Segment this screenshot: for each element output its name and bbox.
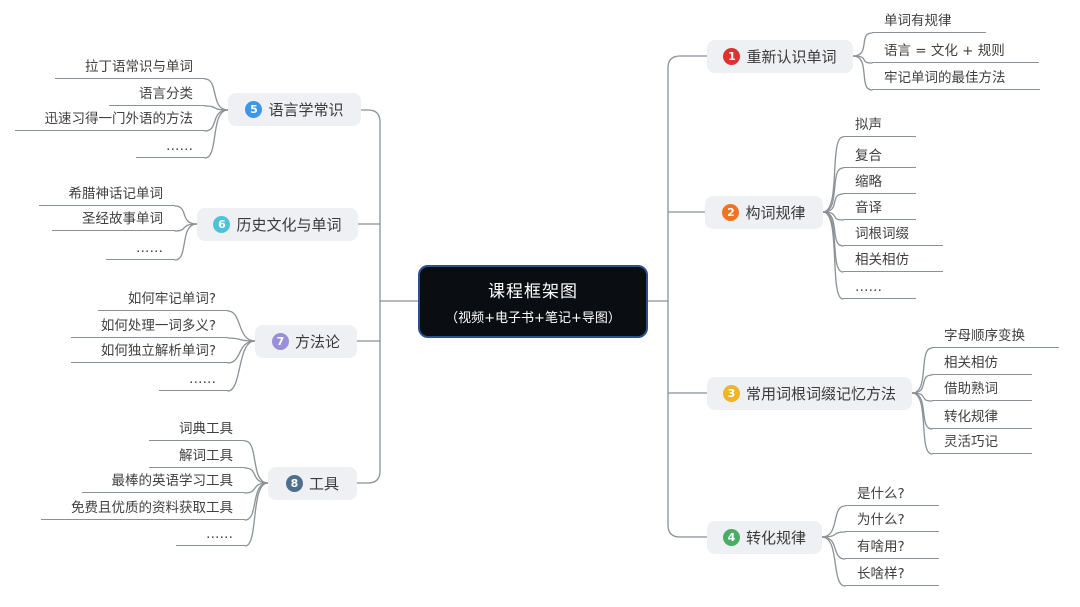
subtopic-label[interactable]: 解词工具	[149, 446, 245, 468]
topic-4-number-badge: 4	[722, 529, 740, 546]
subtopic-label[interactable]: 如何牢记单词?	[97, 289, 228, 311]
subtopic-label[interactable]: 灵活巧记	[932, 432, 1032, 454]
topic-node-6[interactable]: 6 历史文化与单词	[197, 208, 358, 241]
branch-7-connectors	[227, 310, 256, 392]
topic-7-label: 方法论	[294, 333, 340, 351]
subtopic-label[interactable]: 相关相仿	[843, 250, 943, 272]
subtopic-label[interactable]: 圣经故事单词	[52, 209, 175, 231]
subtopic-label[interactable]: 转化规律	[932, 407, 1032, 429]
topic-node-2[interactable]: 2 构词规律	[705, 196, 823, 229]
left-trunk	[356, 109, 419, 484]
topic-node-5[interactable]: 5 语言学常识	[228, 93, 361, 126]
subtopic-label[interactable]: 拉丁语常识与单词	[55, 57, 205, 79]
subtopic-label[interactable]: 语言 = 文化 + 规则	[872, 41, 1039, 63]
subtopic-label[interactable]: 音译	[843, 198, 916, 220]
topic-8-number-badge: 8	[285, 475, 303, 492]
subtopic-label[interactable]: ……	[843, 277, 916, 299]
topic-node-1[interactable]: 1 重新认识单词	[707, 40, 853, 73]
topic-node-8[interactable]: 8 工具	[268, 467, 357, 500]
subtopic-label[interactable]: 借助熟词	[932, 379, 1032, 401]
subtopic-label[interactable]: 有啥用?	[845, 537, 939, 559]
subtopic-label[interactable]: 如何处理一词多义?	[70, 316, 228, 338]
topic-8-label: 工具	[308, 475, 339, 493]
branch-2-connectors	[822, 136, 844, 300]
branch-1-connectors	[852, 32, 873, 91]
topic-5-label: 语言学常识	[268, 101, 344, 119]
subtopic-label[interactable]: ……	[106, 238, 175, 260]
subtopic-label[interactable]: 是什么?	[845, 484, 939, 506]
subtopic-label[interactable]: 希腊神话记单词	[38, 184, 175, 206]
topic-2-label: 构词规律	[745, 204, 806, 222]
topic-6-label: 历史文化与单词	[236, 216, 342, 234]
topic-node-4[interactable]: 4 转化规律	[707, 521, 822, 554]
subtopic-label[interactable]: 牢记单词的最佳方法	[872, 68, 1040, 90]
topic-1-label: 重新认识单词	[746, 48, 837, 66]
topic-6-number-badge: 6	[213, 216, 231, 233]
subtopic-label[interactable]: 为什么?	[845, 510, 939, 532]
subtopic-label[interactable]: 字母顺序变换	[932, 326, 1059, 348]
subtopic-label[interactable]: ……	[136, 136, 205, 158]
subtopic-label[interactable]: 迅速习得一门外语的方法	[14, 109, 205, 131]
branch-6-connectors	[174, 205, 198, 261]
topic-4-label: 转化规律	[745, 529, 806, 547]
subtopic-label[interactable]: 长啥样?	[845, 564, 939, 586]
subtopic-label[interactable]: ……	[159, 369, 228, 391]
branch-5-connectors	[204, 78, 229, 159]
subtopic-label[interactable]: 免费且优质的资料获取工具	[41, 498, 245, 520]
root-topic[interactable]: 课程框架图 （视频+电子书+笔记+导图）	[418, 265, 648, 338]
subtopic-label[interactable]: 复合	[843, 146, 916, 168]
topic-node-7[interactable]: 7 方法论	[255, 325, 357, 358]
right-trunk	[647, 55, 708, 538]
topic-3-label: 常用词根词缀记忆方法	[745, 385, 896, 403]
topic-3-number-badge: 3	[722, 385, 740, 402]
subtopic-label[interactable]: 词根词缀	[843, 224, 943, 246]
topic-2-number-badge: 2	[722, 204, 740, 221]
subtopic-label[interactable]: 词典工具	[149, 419, 245, 441]
branch-4-connectors	[821, 505, 846, 587]
topic-1-number-badge: 1	[723, 48, 741, 65]
subtopic-label[interactable]: 语言分类	[109, 84, 205, 106]
subtopic-label[interactable]: 缩略	[843, 172, 916, 194]
root-title: 课程框架图	[488, 282, 578, 302]
root-subtitle: （视频+电子书+笔记+导图）	[445, 311, 621, 326]
subtopic-label[interactable]: 拟声	[843, 115, 916, 137]
topic-node-3[interactable]: 3 常用词根词缀记忆方法	[707, 377, 912, 410]
subtopic-label[interactable]: 单词有规律	[872, 11, 986, 33]
subtopic-label[interactable]: 相关相仿	[932, 353, 1032, 375]
subtopic-label[interactable]: 如何独立解析单词?	[70, 341, 228, 363]
branch-8-connectors	[244, 440, 269, 547]
subtopic-label[interactable]: 最棒的英语学习工具	[81, 471, 245, 493]
topic-7-number-badge: 7	[271, 333, 289, 350]
subtopic-label[interactable]: ……	[176, 524, 245, 546]
branch-3-connectors	[911, 347, 933, 455]
topic-5-number-badge: 5	[245, 101, 263, 118]
